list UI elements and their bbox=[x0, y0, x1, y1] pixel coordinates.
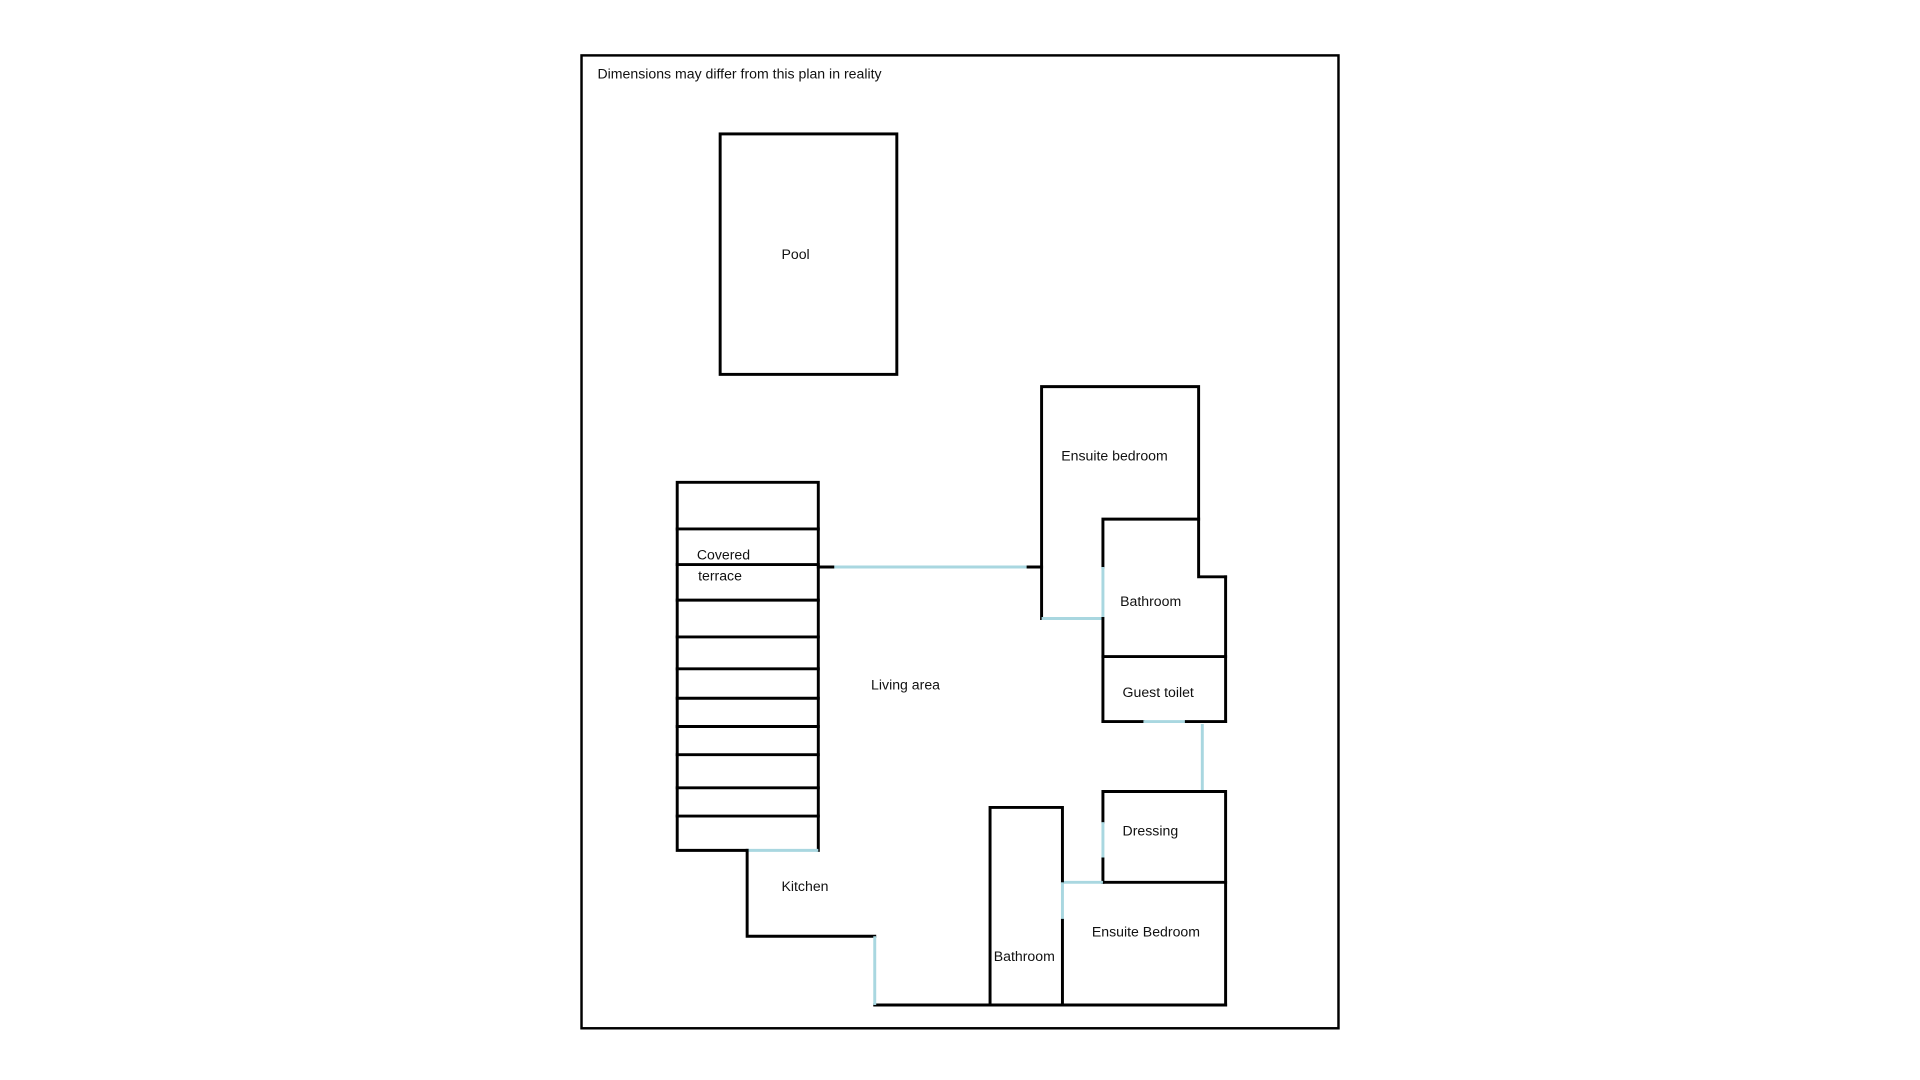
bathroom-1: Bathroom bbox=[1101, 517, 1228, 724]
kitchen-label: Kitchen bbox=[781, 878, 828, 894]
dressing-label: Dressing bbox=[1123, 823, 1179, 839]
covered-terrace-label-2: terrace bbox=[698, 567, 742, 583]
ensuite-bedroom-1: Ensuite bedroom bbox=[1040, 385, 1228, 620]
plan-border bbox=[580, 54, 1340, 1030]
ensuite-bedroom-2-label: Ensuite Bedroom bbox=[1092, 923, 1200, 939]
living-area-label: Living area bbox=[871, 677, 940, 693]
kitchen: Kitchen bbox=[745, 848, 877, 1005]
covered-terrace: Covered terrace bbox=[675, 480, 820, 852]
bathroom-1-label: Bathroom bbox=[1120, 593, 1181, 609]
bathroom-2: Bathroom bbox=[988, 805, 1064, 1007]
disclaimer-note: Dimensions may differ from this plan in … bbox=[597, 66, 882, 82]
living-area: Living area bbox=[816, 565, 1044, 693]
ensuite-bedroom-2: Ensuite Bedroom bbox=[873, 880, 1228, 1007]
pool: Pool bbox=[718, 132, 899, 376]
covered-terrace-label-1: Covered bbox=[697, 547, 750, 563]
guest-toilet: Guest toilet bbox=[1101, 684, 1228, 792]
dressing: Dressing bbox=[1101, 790, 1228, 1007]
pool-label: Pool bbox=[781, 246, 809, 262]
bathroom-2-label: Bathroom bbox=[994, 948, 1055, 964]
guest-toilet-label: Guest toilet bbox=[1123, 684, 1194, 700]
ensuite-bedroom-1-label: Ensuite bedroom bbox=[1061, 447, 1168, 463]
